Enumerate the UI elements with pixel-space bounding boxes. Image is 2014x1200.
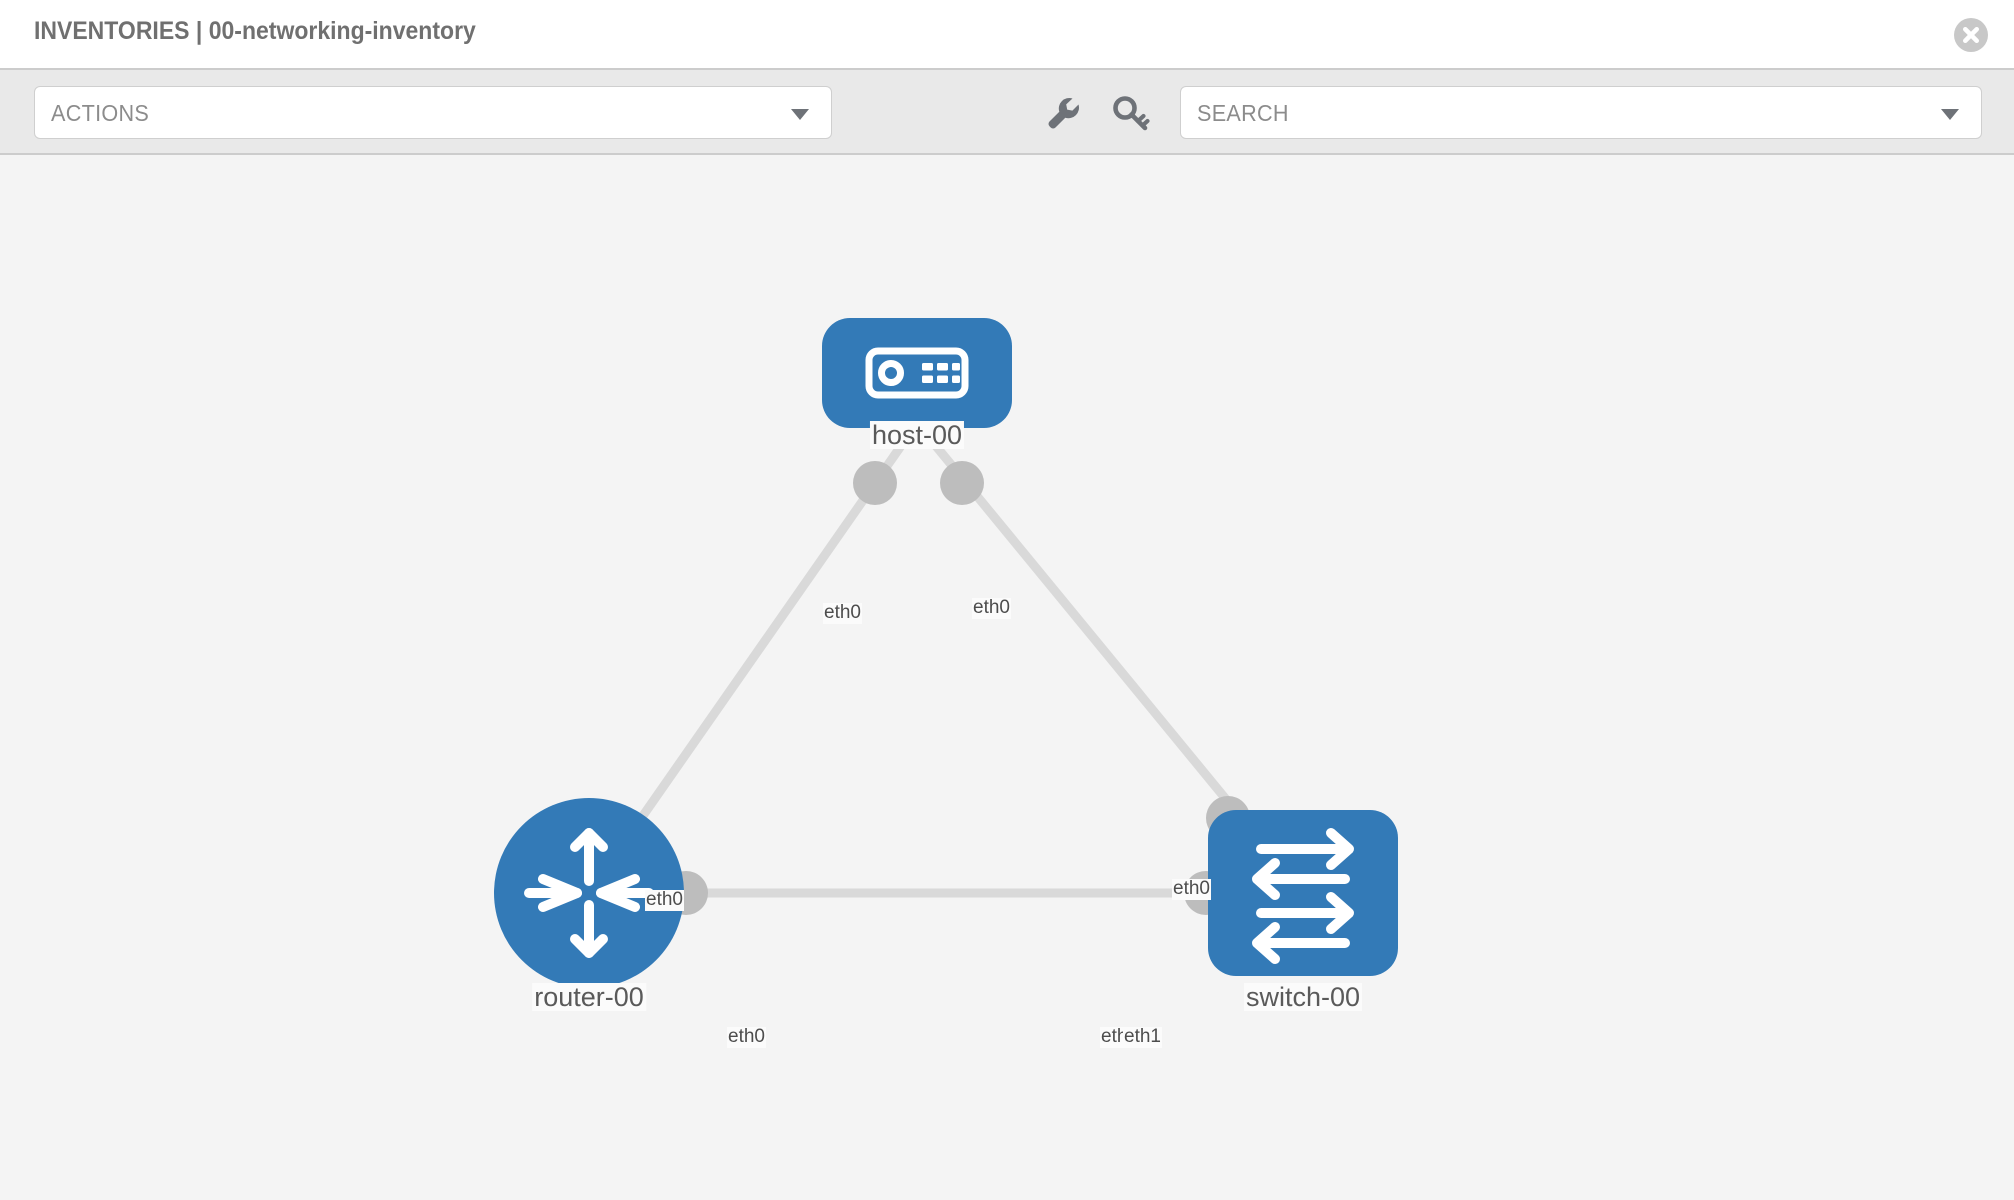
wrench-icon[interactable]	[1040, 90, 1086, 136]
node-router-00	[494, 798, 684, 988]
iface-label-switch00-eth0-uplink[interactable]: eth0	[1172, 878, 1211, 900]
actions-dropdown[interactable]: ACTIONS	[34, 86, 832, 139]
iface-label-host00-eth0-left[interactable]: eth0	[823, 602, 862, 624]
actions-dropdown-label: ACTIONS	[51, 100, 150, 126]
server-icon	[865, 347, 969, 399]
link-host00-router00	[585, 420, 921, 896]
node-switch-00	[1208, 810, 1398, 976]
key-icon[interactable]	[1108, 90, 1154, 136]
chevron-down-icon[interactable]	[1941, 108, 1959, 120]
search-placeholder: SEARCH	[1197, 100, 1289, 126]
iface-label-switch00-eth1[interactable]: eth1	[1123, 1026, 1162, 1048]
page-title: INVENTORIES | 00-networking-inventory	[34, 17, 476, 45]
search-input[interactable]: SEARCH	[1180, 86, 1982, 139]
node-label-router-00[interactable]: router-00	[532, 982, 646, 1012]
topology-graph	[494, 318, 1398, 988]
nub-host00-eth0-left	[853, 461, 897, 505]
router-arrows-icon	[524, 828, 654, 958]
node-host-00	[822, 318, 1012, 428]
toolbar: ACTIONS SEARCH	[0, 68, 2014, 155]
close-icon[interactable]	[1954, 18, 1988, 52]
switch-arrows-icon	[1252, 828, 1354, 964]
topology-canvas[interactable]: host-00 router-00 switch-00 eth0 eth0 et…	[0, 155, 2014, 1200]
node-label-host-00[interactable]: host-00	[869, 420, 965, 450]
iface-label-router00-eth0[interactable]: eth0	[727, 1026, 766, 1048]
iface-label-host00-eth0-right[interactable]: eth0	[972, 597, 1011, 619]
chevron-down-icon	[791, 108, 809, 120]
page-header: INVENTORIES | 00-networking-inventory	[0, 0, 2014, 68]
nub-host00-eth0-right	[940, 461, 984, 505]
graph-interface-nubs	[664, 461, 1250, 915]
node-label-switch-00[interactable]: switch-00	[1243, 982, 1363, 1012]
iface-label-router00-eth0-uplink[interactable]: eth0	[645, 889, 684, 911]
